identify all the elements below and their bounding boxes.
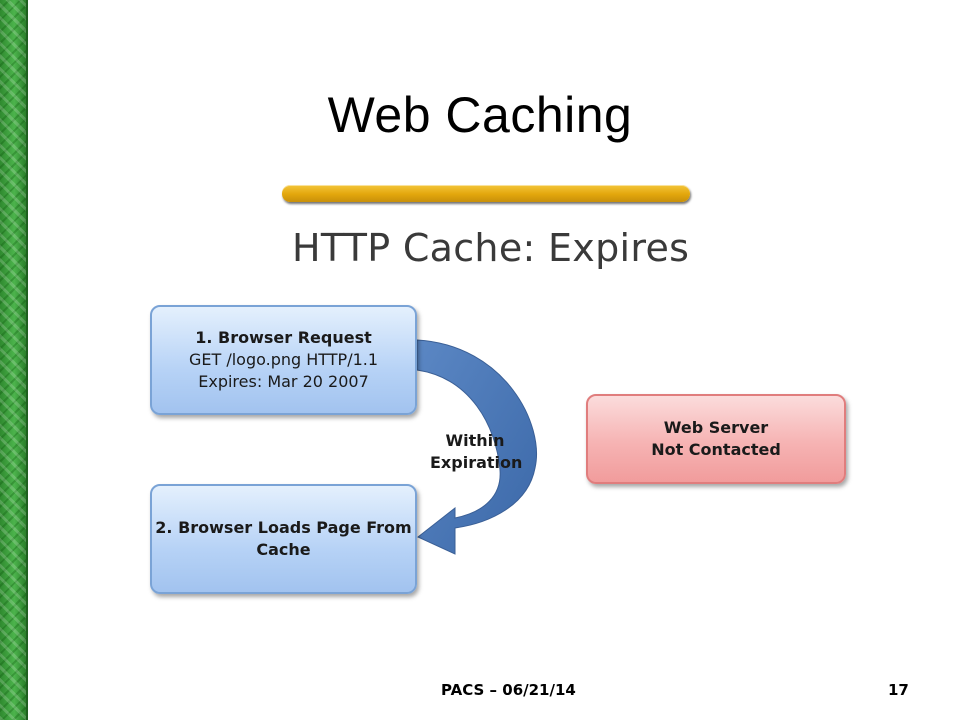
request-method-line: GET /logo.png HTTP/1.1 bbox=[188, 350, 379, 369]
page-number: 17 bbox=[888, 681, 909, 699]
loads-line2: Cache bbox=[256, 540, 311, 559]
arrow-label-line1: Within bbox=[445, 431, 505, 450]
arrow-label-line2: Expiration bbox=[430, 453, 523, 472]
title-underline-bar bbox=[282, 185, 690, 202]
arrow-shape bbox=[416, 339, 537, 555]
diagram-title: HTTP Cache: Expires bbox=[292, 226, 690, 270]
arrow-label: Within Expiration bbox=[430, 430, 523, 474]
server-line2: Not Contacted bbox=[651, 440, 781, 459]
slide-title: Web Caching bbox=[327, 87, 633, 143]
server-line1: Web Server bbox=[663, 418, 769, 437]
browser-loads-cache-box: 2. Browser Loads Page From Cache bbox=[150, 484, 417, 594]
browser-request-box: 1. Browser Request GET /logo.png HTTP/1.… bbox=[150, 305, 417, 415]
footer-text: PACS – 06/21/14 bbox=[441, 681, 576, 699]
decorative-left-border bbox=[0, 0, 28, 720]
loads-line1: 2. Browser Loads Page From bbox=[155, 518, 412, 537]
request-step-label: 1. Browser Request bbox=[195, 328, 372, 347]
request-expires-line: Expires: Mar 20 2007 bbox=[198, 372, 369, 391]
web-server-box: Web Server Not Contacted bbox=[586, 394, 846, 484]
